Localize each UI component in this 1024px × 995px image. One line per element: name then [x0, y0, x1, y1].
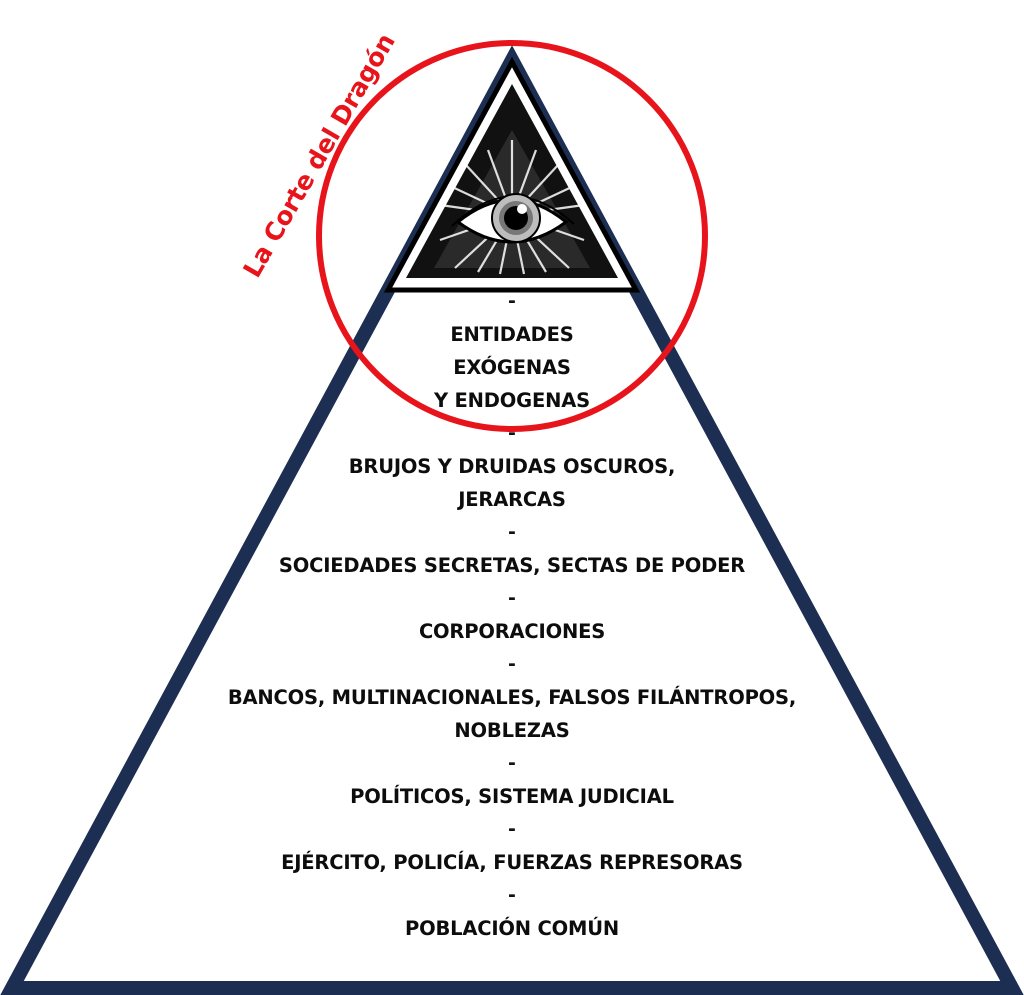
level-label: BRUJOS Y DRUIDAS OSCUROS,: [348, 455, 676, 478]
level-separator: -: [508, 818, 516, 840]
level-label: BANCOS, MULTINACIONALES, FALSOS FILÁNTRO…: [227, 686, 797, 709]
all-seeing-eye-icon: [383, 56, 641, 293]
level-separator: -: [508, 422, 516, 444]
level-label: EXÓGENAS: [453, 356, 571, 379]
level-separator: -: [508, 653, 516, 675]
level-separator: -: [508, 290, 516, 312]
level-separator: -: [508, 752, 516, 774]
level-separator: -: [508, 521, 516, 543]
level-label: POLÍTICOS, SISTEMA JUDICIAL: [350, 785, 674, 808]
level-label: ENTIDADES: [450, 323, 574, 346]
level-label: POBLACIÓN COMÚN: [405, 917, 619, 940]
level-label: CORPORACIONES: [418, 620, 606, 643]
level-separator: -: [508, 587, 516, 609]
level-label: JERARCAS: [458, 488, 566, 511]
level-label: EJÉRCITO, POLICÍA, FUERZAS REPRESORAS: [281, 851, 743, 874]
level-label: NOBLEZAS: [454, 719, 570, 742]
level-label: Y ENDOGENAS: [434, 389, 590, 412]
pyramid-outline: [0, 45, 1024, 995]
level-separator: -: [508, 884, 516, 906]
level-label: SOCIEDADES SECRETAS, SECTAS DE PODER: [278, 554, 746, 577]
highlight-circle: [316, 40, 708, 432]
